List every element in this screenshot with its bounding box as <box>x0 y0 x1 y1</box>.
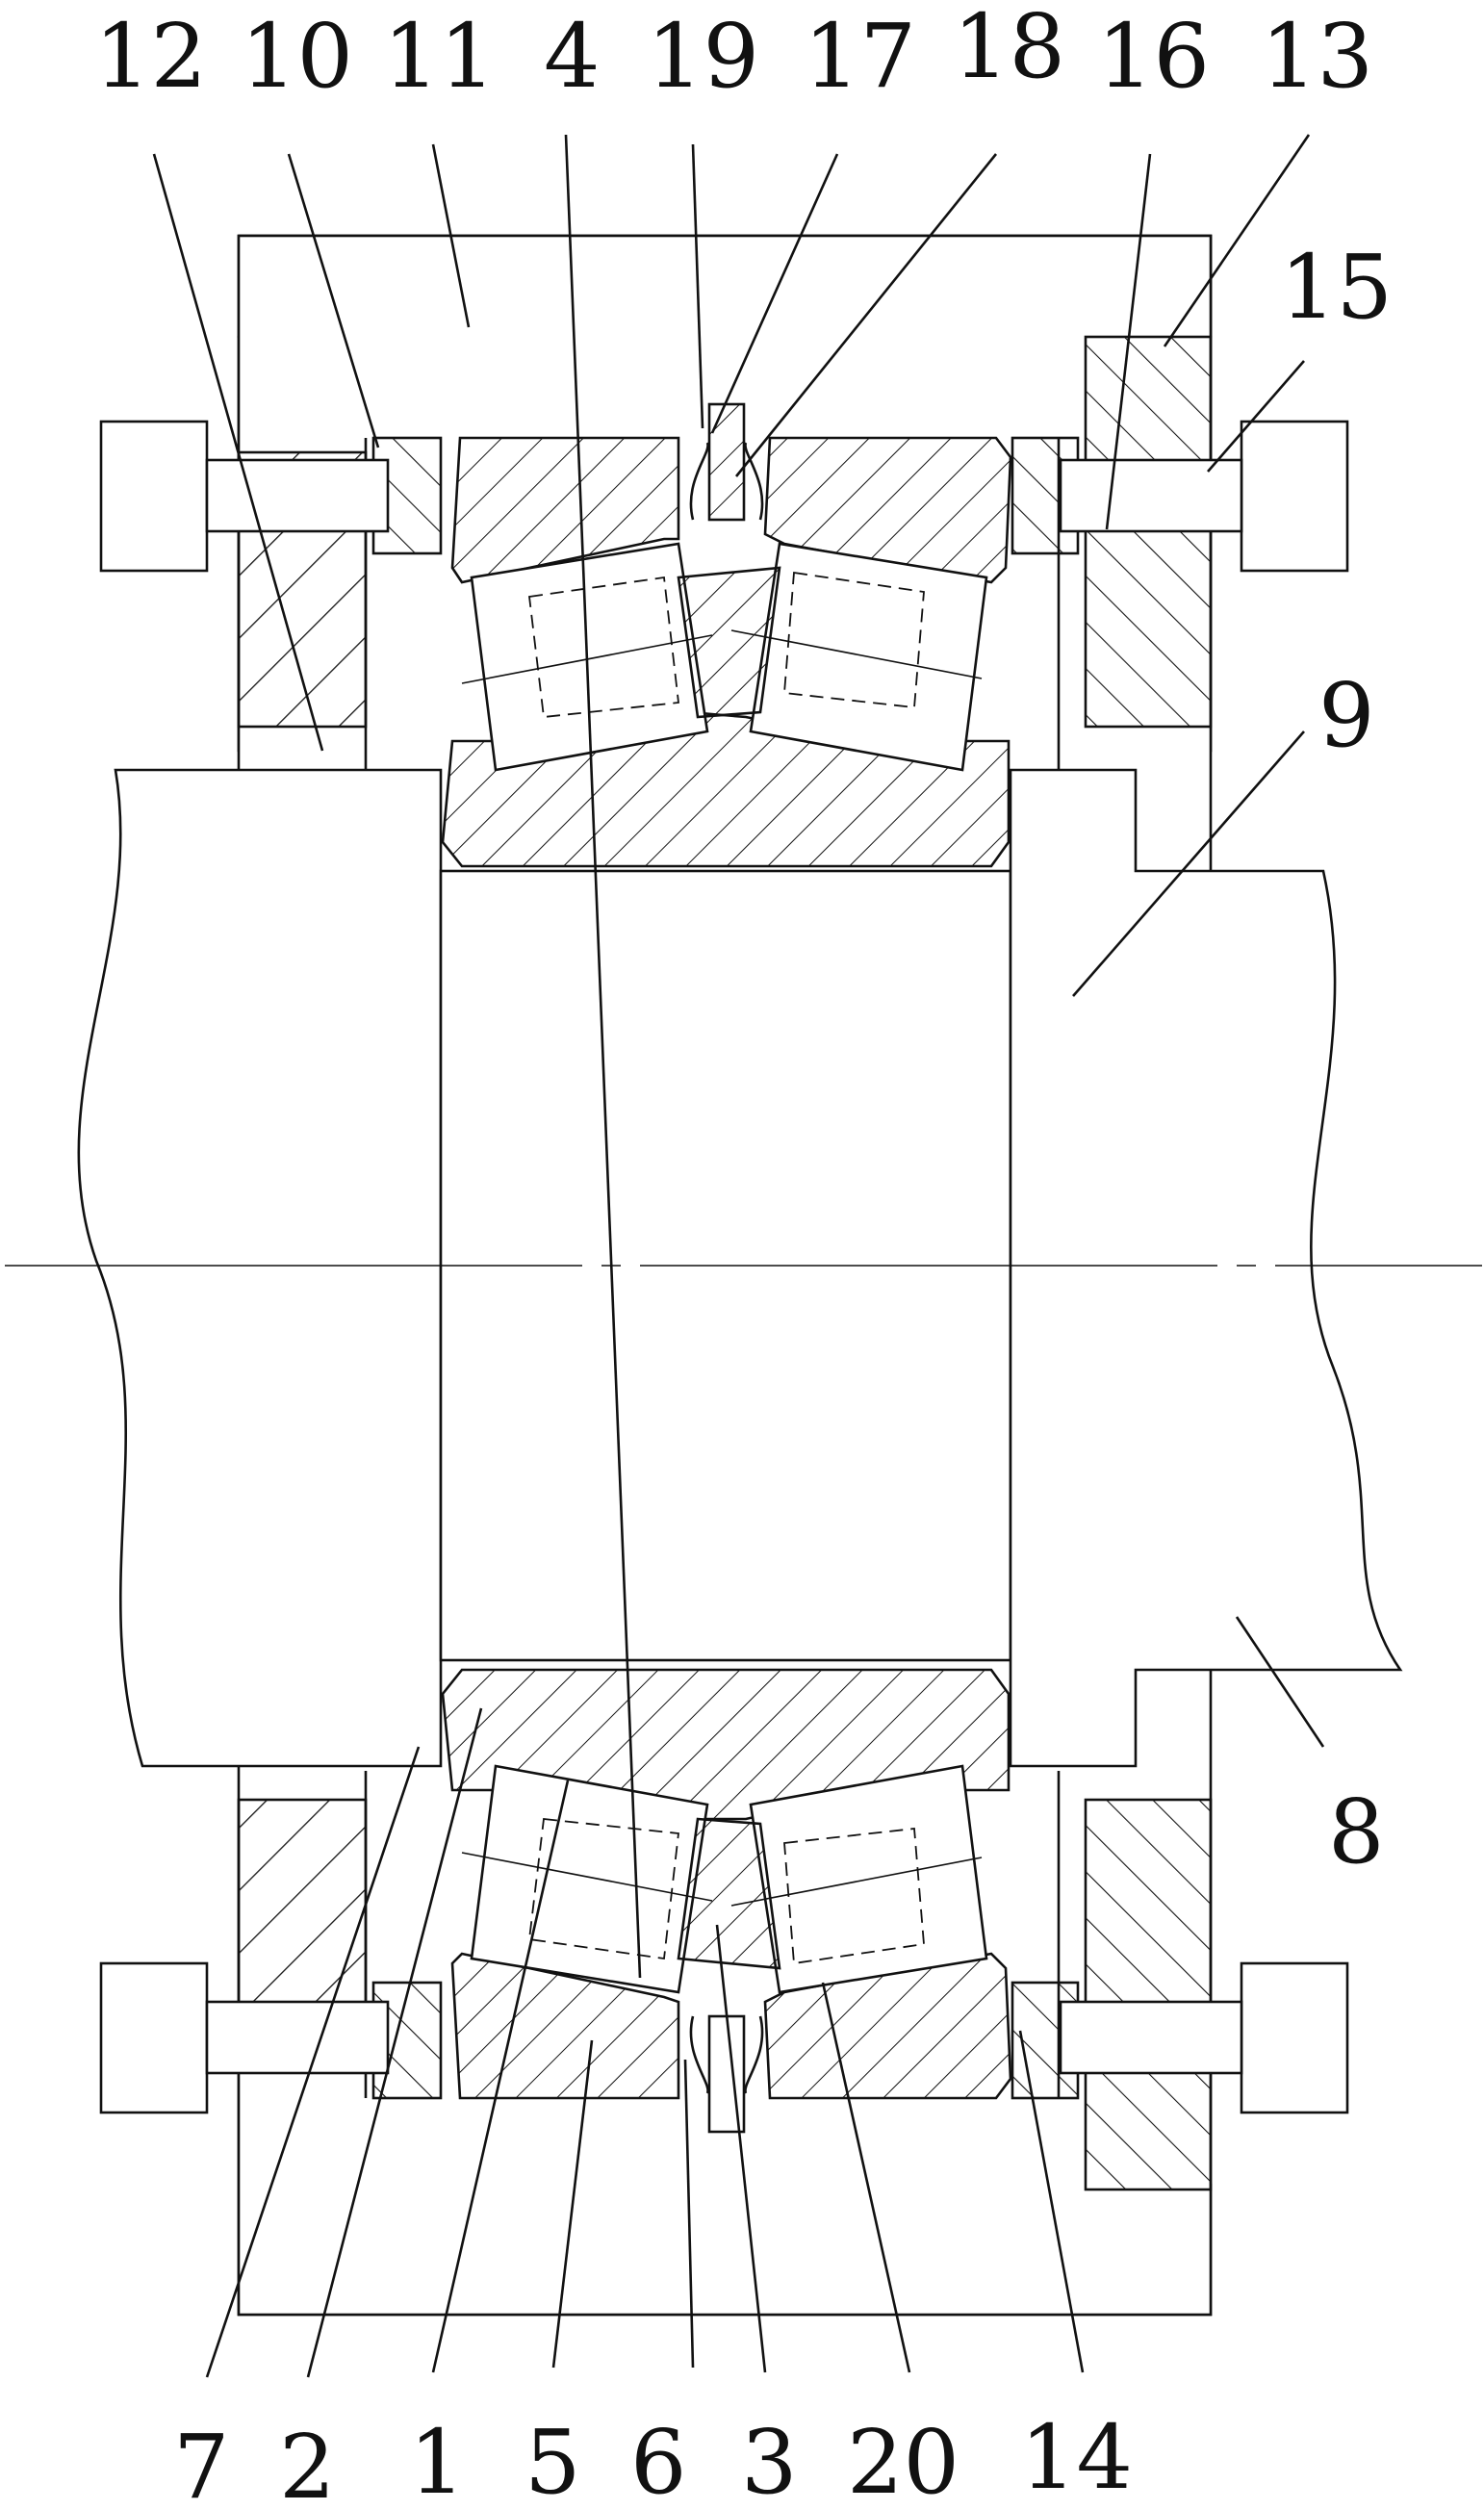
label-13: 13 <box>1261 5 1373 108</box>
label-2: 2 <box>279 2416 336 2510</box>
labels-bottom: 7 2 1 5 6 3 20 14 <box>173 2406 1133 2510</box>
label-20: 20 <box>847 2411 959 2510</box>
cage-center-upper <box>677 566 781 719</box>
label-12: 12 <box>94 5 207 108</box>
roller-left-lower <box>461 1764 713 1994</box>
label-7: 7 <box>173 2416 230 2510</box>
label-1: 1 <box>409 2411 466 2510</box>
outer-ring-right-upper <box>763 436 1012 584</box>
label-18: 18 <box>953 0 1065 98</box>
right-bolt-lower <box>1059 1961 1349 2114</box>
right-bolt-upper <box>1059 420 1349 573</box>
label-5: 5 <box>525 2411 581 2510</box>
label-8: 8 <box>1328 1780 1385 1883</box>
labels-top: 12 10 11 4 19 17 18 16 13 <box>94 0 1373 108</box>
shaft <box>5 768 1482 1768</box>
cage-center-lower <box>677 1817 781 1970</box>
label-17: 17 <box>804 5 916 108</box>
label-14: 14 <box>1020 2406 1133 2509</box>
label-16: 16 <box>1097 5 1210 108</box>
left-bolt-upper <box>99 420 390 573</box>
roller-right-upper <box>730 542 988 772</box>
outer-ring-left-upper <box>450 436 680 584</box>
label-19: 19 <box>647 5 759 108</box>
seal-insert-upper <box>689 402 764 522</box>
leader-lines <box>152 134 1325 2378</box>
label-6: 6 <box>630 2411 687 2510</box>
label-10: 10 <box>241 5 353 108</box>
outer-ring-left-lower <box>450 1952 680 2100</box>
right-end-plate-lower <box>1084 1798 1213 2191</box>
left-bolt-lower <box>99 1961 390 2114</box>
label-4: 4 <box>544 5 601 108</box>
label-11: 11 <box>383 5 496 108</box>
label-3: 3 <box>741 2411 798 2510</box>
label-9: 9 <box>1318 664 1375 767</box>
labels-right: 15 9 8 <box>1280 236 1393 1883</box>
label-15: 15 <box>1280 236 1393 339</box>
